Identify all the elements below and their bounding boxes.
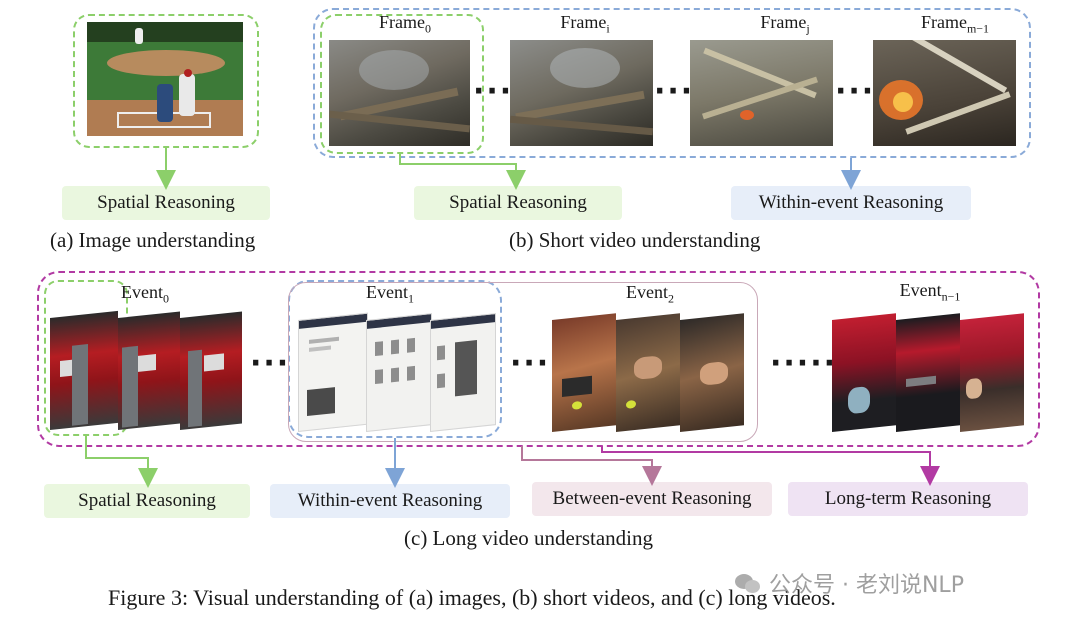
event-n-1-title: Eventn−1 <box>899 280 961 304</box>
frame-ellipsis-1: ··· <box>473 74 514 109</box>
long-video-between-event-reasoning-label: Between-event Reasoning <box>532 482 772 516</box>
frame-ellipsis-2: ··· <box>654 74 695 109</box>
long-video-dashed-frame <box>37 271 1040 447</box>
long-video-long-term-reasoning-label: Long-term Reasoning <box>788 482 1028 516</box>
short-video-within-event-reasoning-label: Within-event Reasoning <box>731 186 971 220</box>
wechat-icon <box>735 572 761 594</box>
frame-i-image <box>510 40 653 146</box>
frame0-dashed-frame <box>320 14 484 154</box>
long-video-within-event-reasoning-label: Within-event Reasoning <box>270 484 510 518</box>
caption-image-understanding: (a) Image understanding <box>50 228 256 252</box>
caption-short-video-understanding: (b) Short video understanding <box>509 228 761 252</box>
image-dashed-frame <box>73 14 259 148</box>
arrow-long-longterm <box>601 446 940 486</box>
frame-m-1-title: Framem−1 <box>920 12 990 36</box>
short-video-dashed-frame <box>313 8 1031 158</box>
frame-m-1-image <box>873 40 1016 146</box>
short-video-spatial-reasoning-label: Spatial Reasoning <box>414 186 622 220</box>
figure-caption: Figure 3: Visual understanding of (a) im… <box>108 585 836 610</box>
frame-i-title: Framei <box>560 12 610 36</box>
watermark-text: 公众号 · 老刘说NLP <box>769 573 964 598</box>
arrow-short-spatial <box>399 154 526 190</box>
frame-ellipsis-3: ··· <box>835 74 876 109</box>
event-1-title: Event1 <box>366 282 414 306</box>
event-2-title: Event2 <box>626 282 674 306</box>
event2-solid-frame <box>288 282 758 442</box>
image-spatial-reasoning-label: Spatial Reasoning <box>62 186 270 220</box>
event-ellipsis-1: ··· <box>250 346 291 381</box>
frame-j-title: Framej <box>760 12 810 36</box>
long-video-spatial-reasoning-label: Spatial Reasoning <box>44 484 250 518</box>
frame-0-image <box>329 40 470 146</box>
event-ellipsis-2: ··· <box>510 346 551 381</box>
frame-j-image <box>690 40 833 146</box>
watermark: 公众号 · 老刘说NLP <box>735 565 964 601</box>
arrow-long-spatial <box>85 436 158 488</box>
event1-dashed-frame <box>288 280 502 438</box>
baseball-image <box>87 22 243 136</box>
event-0-title: Event0 <box>121 282 169 306</box>
arrow-long-between <box>521 446 662 486</box>
caption-long-video-understanding: (c) Long video understanding <box>404 526 654 550</box>
frame-0-title: Frame0 <box>379 12 431 36</box>
